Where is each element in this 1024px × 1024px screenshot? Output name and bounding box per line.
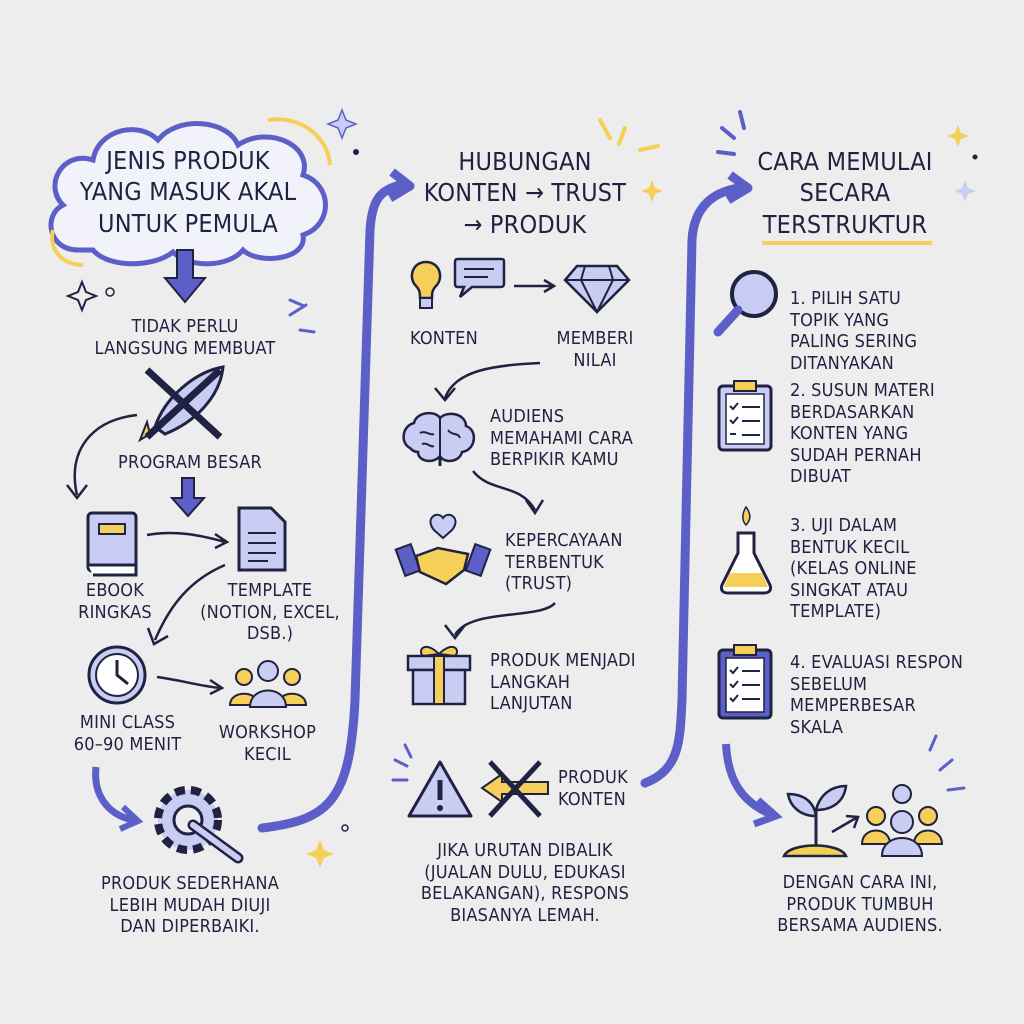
diamond-icon (563, 264, 631, 315)
warning-icon (407, 760, 473, 818)
curve-arrow-thick (722, 743, 783, 828)
step-2: 2. Susun materi berdasarkan konten yang … (790, 380, 935, 488)
rocket-crossed-icon (138, 365, 225, 443)
magnifier-icon (713, 270, 778, 337)
crossed-arrow-icon (480, 760, 549, 818)
arrow-right (831, 814, 860, 834)
arrow-down-icon (162, 249, 208, 304)
sprout-icon (782, 784, 848, 858)
gift-icon (406, 645, 472, 706)
step-3: 3. Uji dalam bentuk kecil (kelas online … (790, 515, 917, 623)
cloud-icon (48, 117, 332, 267)
column3-title: Cara memulai secara terstruktur (757, 147, 933, 239)
step-4: 4. Evaluasi respon sebelum memperbesar s… (790, 652, 964, 738)
arrow-right (146, 531, 230, 550)
mini-class-text: Mini class 60–90 menit (73, 712, 182, 755)
chat-bubble-icon (453, 257, 506, 298)
clipboard-checklist-icon (717, 380, 773, 452)
document-icon (237, 506, 287, 572)
step-1: 1. Pilih satu topik yang paling sering d… (790, 288, 918, 374)
column1-conclusion: Produk sederhana lebih mudah diuji dan d… (101, 873, 279, 938)
group-icon (228, 660, 308, 708)
book-icon (86, 511, 138, 577)
curve-arrow (146, 563, 226, 646)
ebook-text: Ebook ringkas (78, 580, 152, 623)
reverse-text: Produk konten (558, 767, 628, 810)
warning-text: Jika urutan dibalik (jualan dulu, edukas… (420, 840, 630, 926)
handshake-heart-icon (394, 513, 492, 586)
workshop-text: Workshop kecil (218, 722, 317, 765)
not-needed-text: Tidak perlu langsung membuat (94, 316, 276, 359)
audiens-text: Audiens memahami cara berpikir kamu (490, 406, 633, 471)
memberi-nilai-text: Memberi nilai (556, 328, 634, 371)
curve-arrow (434, 361, 541, 402)
clock-icon (87, 645, 147, 705)
brain-icon (402, 411, 475, 466)
produk-text: Produk menjadi langkah lanjutan (490, 650, 636, 715)
flask-icon (720, 505, 772, 595)
trust-text: Kepercayaan terbentuk (trust) (505, 530, 623, 595)
arrow-right (514, 278, 557, 294)
clipboard-checklist-icon (717, 644, 773, 720)
arrow-down-icon (169, 477, 207, 518)
group-icon (860, 784, 944, 857)
konten-text: Konten (410, 328, 478, 349)
column3-conclusion: Dengan cara ini, produk tumbuh bersama a… (777, 872, 943, 937)
column1-title: Jenis produk yang masuk akal untuk pemul… (79, 146, 297, 238)
curve-arrow (472, 470, 545, 516)
gear-wrench-icon (154, 786, 244, 864)
curve-arrow (444, 602, 556, 641)
lightbulb-icon (410, 260, 442, 309)
big-program-text: Program besar (118, 452, 262, 473)
curve-arrow-thick (92, 766, 144, 832)
template-text: Template (Notion, Excel, dsb.) (200, 580, 340, 645)
arrow-right (156, 675, 225, 696)
underline (762, 241, 932, 245)
column2-title: Hubungan konten → trust → produk (423, 147, 627, 239)
curve-arrow (66, 413, 138, 501)
